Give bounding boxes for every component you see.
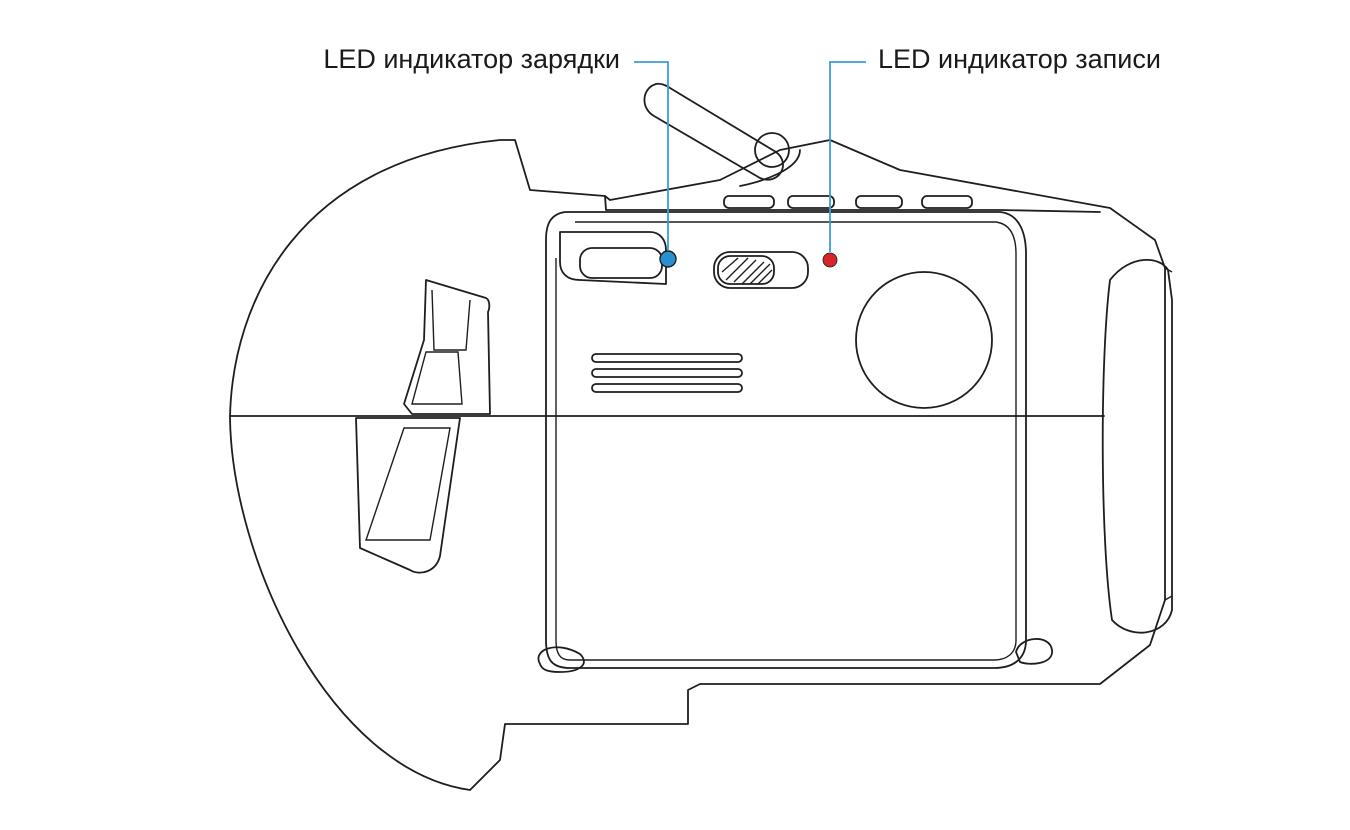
back-panel-inner <box>555 221 1017 661</box>
top-button-2 <box>787 195 835 209</box>
clip-lower-inner <box>365 427 451 541</box>
strap-bar <box>643 82 784 181</box>
led-indicator-dot-charge <box>659 250 677 268</box>
foot-left <box>537 646 585 673</box>
back-panel <box>545 211 1027 669</box>
usb-port <box>579 247 663 279</box>
usb-port-housing <box>559 231 667 285</box>
leader-line-charge <box>634 61 669 250</box>
led-indicator-dot-record <box>822 252 838 268</box>
slider-switch <box>713 251 809 289</box>
lens-circle <box>855 271 993 409</box>
side-bulge-edge <box>1164 267 1173 601</box>
side-bulge <box>1101 258 1173 634</box>
clip-lower <box>355 417 461 574</box>
slider-grip <box>717 255 775 285</box>
top-ridge <box>604 195 1101 213</box>
device-body <box>229 139 1166 791</box>
clip-upper <box>403 279 491 415</box>
vent-slots <box>591 353 743 393</box>
leader-line-record <box>829 61 866 252</box>
foot-right <box>1015 638 1053 665</box>
top-button-4 <box>921 195 973 209</box>
device-outline <box>229 82 1173 791</box>
strap-pivot <box>754 132 790 168</box>
callout-label-charge-led: LED индикатор зарядки <box>323 44 620 74</box>
top-button-3 <box>855 195 903 209</box>
clip-upper-inner <box>411 289 471 405</box>
top-button-1 <box>723 195 775 209</box>
strap-hinge <box>739 149 801 187</box>
callout-label-record-led: LED индикатор записи <box>878 44 1161 74</box>
